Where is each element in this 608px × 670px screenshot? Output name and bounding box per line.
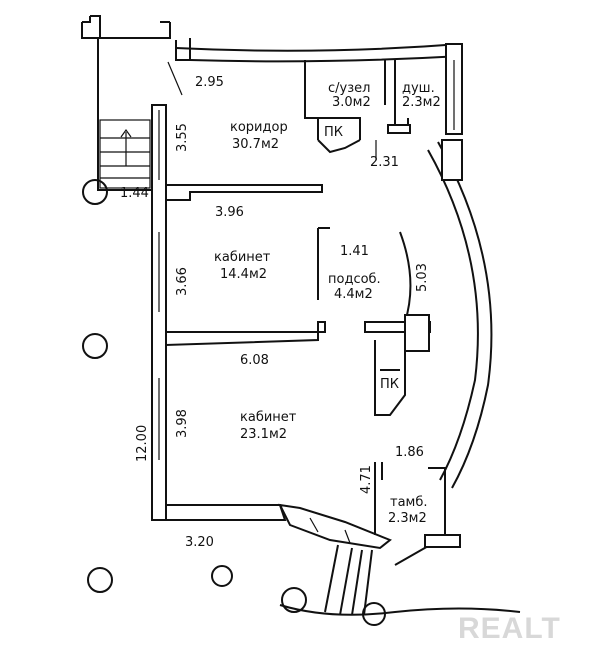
vestibule-area: 2.3м2 <box>388 511 427 526</box>
bay-window <box>278 503 392 550</box>
wall-office1-top <box>165 184 323 201</box>
utility-name: подсоб. <box>328 272 381 287</box>
wall-office2-top <box>165 321 326 347</box>
bathroom-walls <box>304 60 411 154</box>
office1-area: 14.4м2 <box>220 267 267 282</box>
shaft-pk2-label: ПК <box>380 377 399 392</box>
dim-12-00: 12.00 <box>135 425 150 462</box>
shaft-pk1-label: ПК <box>324 125 343 140</box>
shower-area: 2.3м2 <box>402 95 441 110</box>
vestibule-name: тамб. <box>390 495 428 510</box>
bottom-wall <box>152 504 287 521</box>
curved-right-wall <box>427 141 493 489</box>
corridor-name: коридор <box>230 120 288 135</box>
dim-4-71: 4.71 <box>359 465 374 494</box>
utility-walls <box>317 227 431 352</box>
dim-1-86: 1.86 <box>395 445 424 460</box>
top-wall <box>175 43 461 52</box>
shower-name: душ. <box>402 81 435 96</box>
columns <box>82 179 386 626</box>
office2-area: 23.1м2 <box>240 427 287 442</box>
dim-6-08: 6.08 <box>240 353 269 368</box>
dim-2-31: 2.31 <box>370 155 399 170</box>
dim-3-96: 3.96 <box>215 205 244 220</box>
column-1 <box>82 179 108 205</box>
shaft-pk2 <box>374 340 406 416</box>
column-3 <box>87 567 113 593</box>
dim-1-44: 1.44 <box>120 186 149 201</box>
dim-3-98: 3.98 <box>175 409 190 438</box>
bottom-entry-frame <box>279 544 521 616</box>
dim-1-41: 1.41 <box>340 244 369 259</box>
column-5 <box>281 587 307 613</box>
column-4 <box>211 565 233 587</box>
column-2 <box>82 333 108 359</box>
office1-name: кабинет <box>214 250 271 265</box>
office2-name: кабинет <box>240 410 297 425</box>
utility-area: 4.4м2 <box>334 287 373 302</box>
dim-3-55: 3.55 <box>175 123 190 152</box>
dim-2-95: 2.95 <box>195 75 224 90</box>
dim-3-66: 3.66 <box>175 267 190 296</box>
right-column <box>441 43 463 181</box>
watermark-logo: REALT <box>458 612 561 645</box>
bathroom-area: 3.0м2 <box>332 95 371 110</box>
left-wall <box>151 104 167 521</box>
corridor-area: 30.7м2 <box>232 137 279 152</box>
column-6 <box>362 602 386 626</box>
bathroom-name: с/узел <box>328 81 370 96</box>
vestibule-walls <box>374 462 461 566</box>
dim-3-20: 3.20 <box>185 535 214 550</box>
staircase <box>99 119 151 189</box>
entry-wall-block <box>81 15 191 191</box>
dim-5-03: 5.03 <box>415 263 430 292</box>
